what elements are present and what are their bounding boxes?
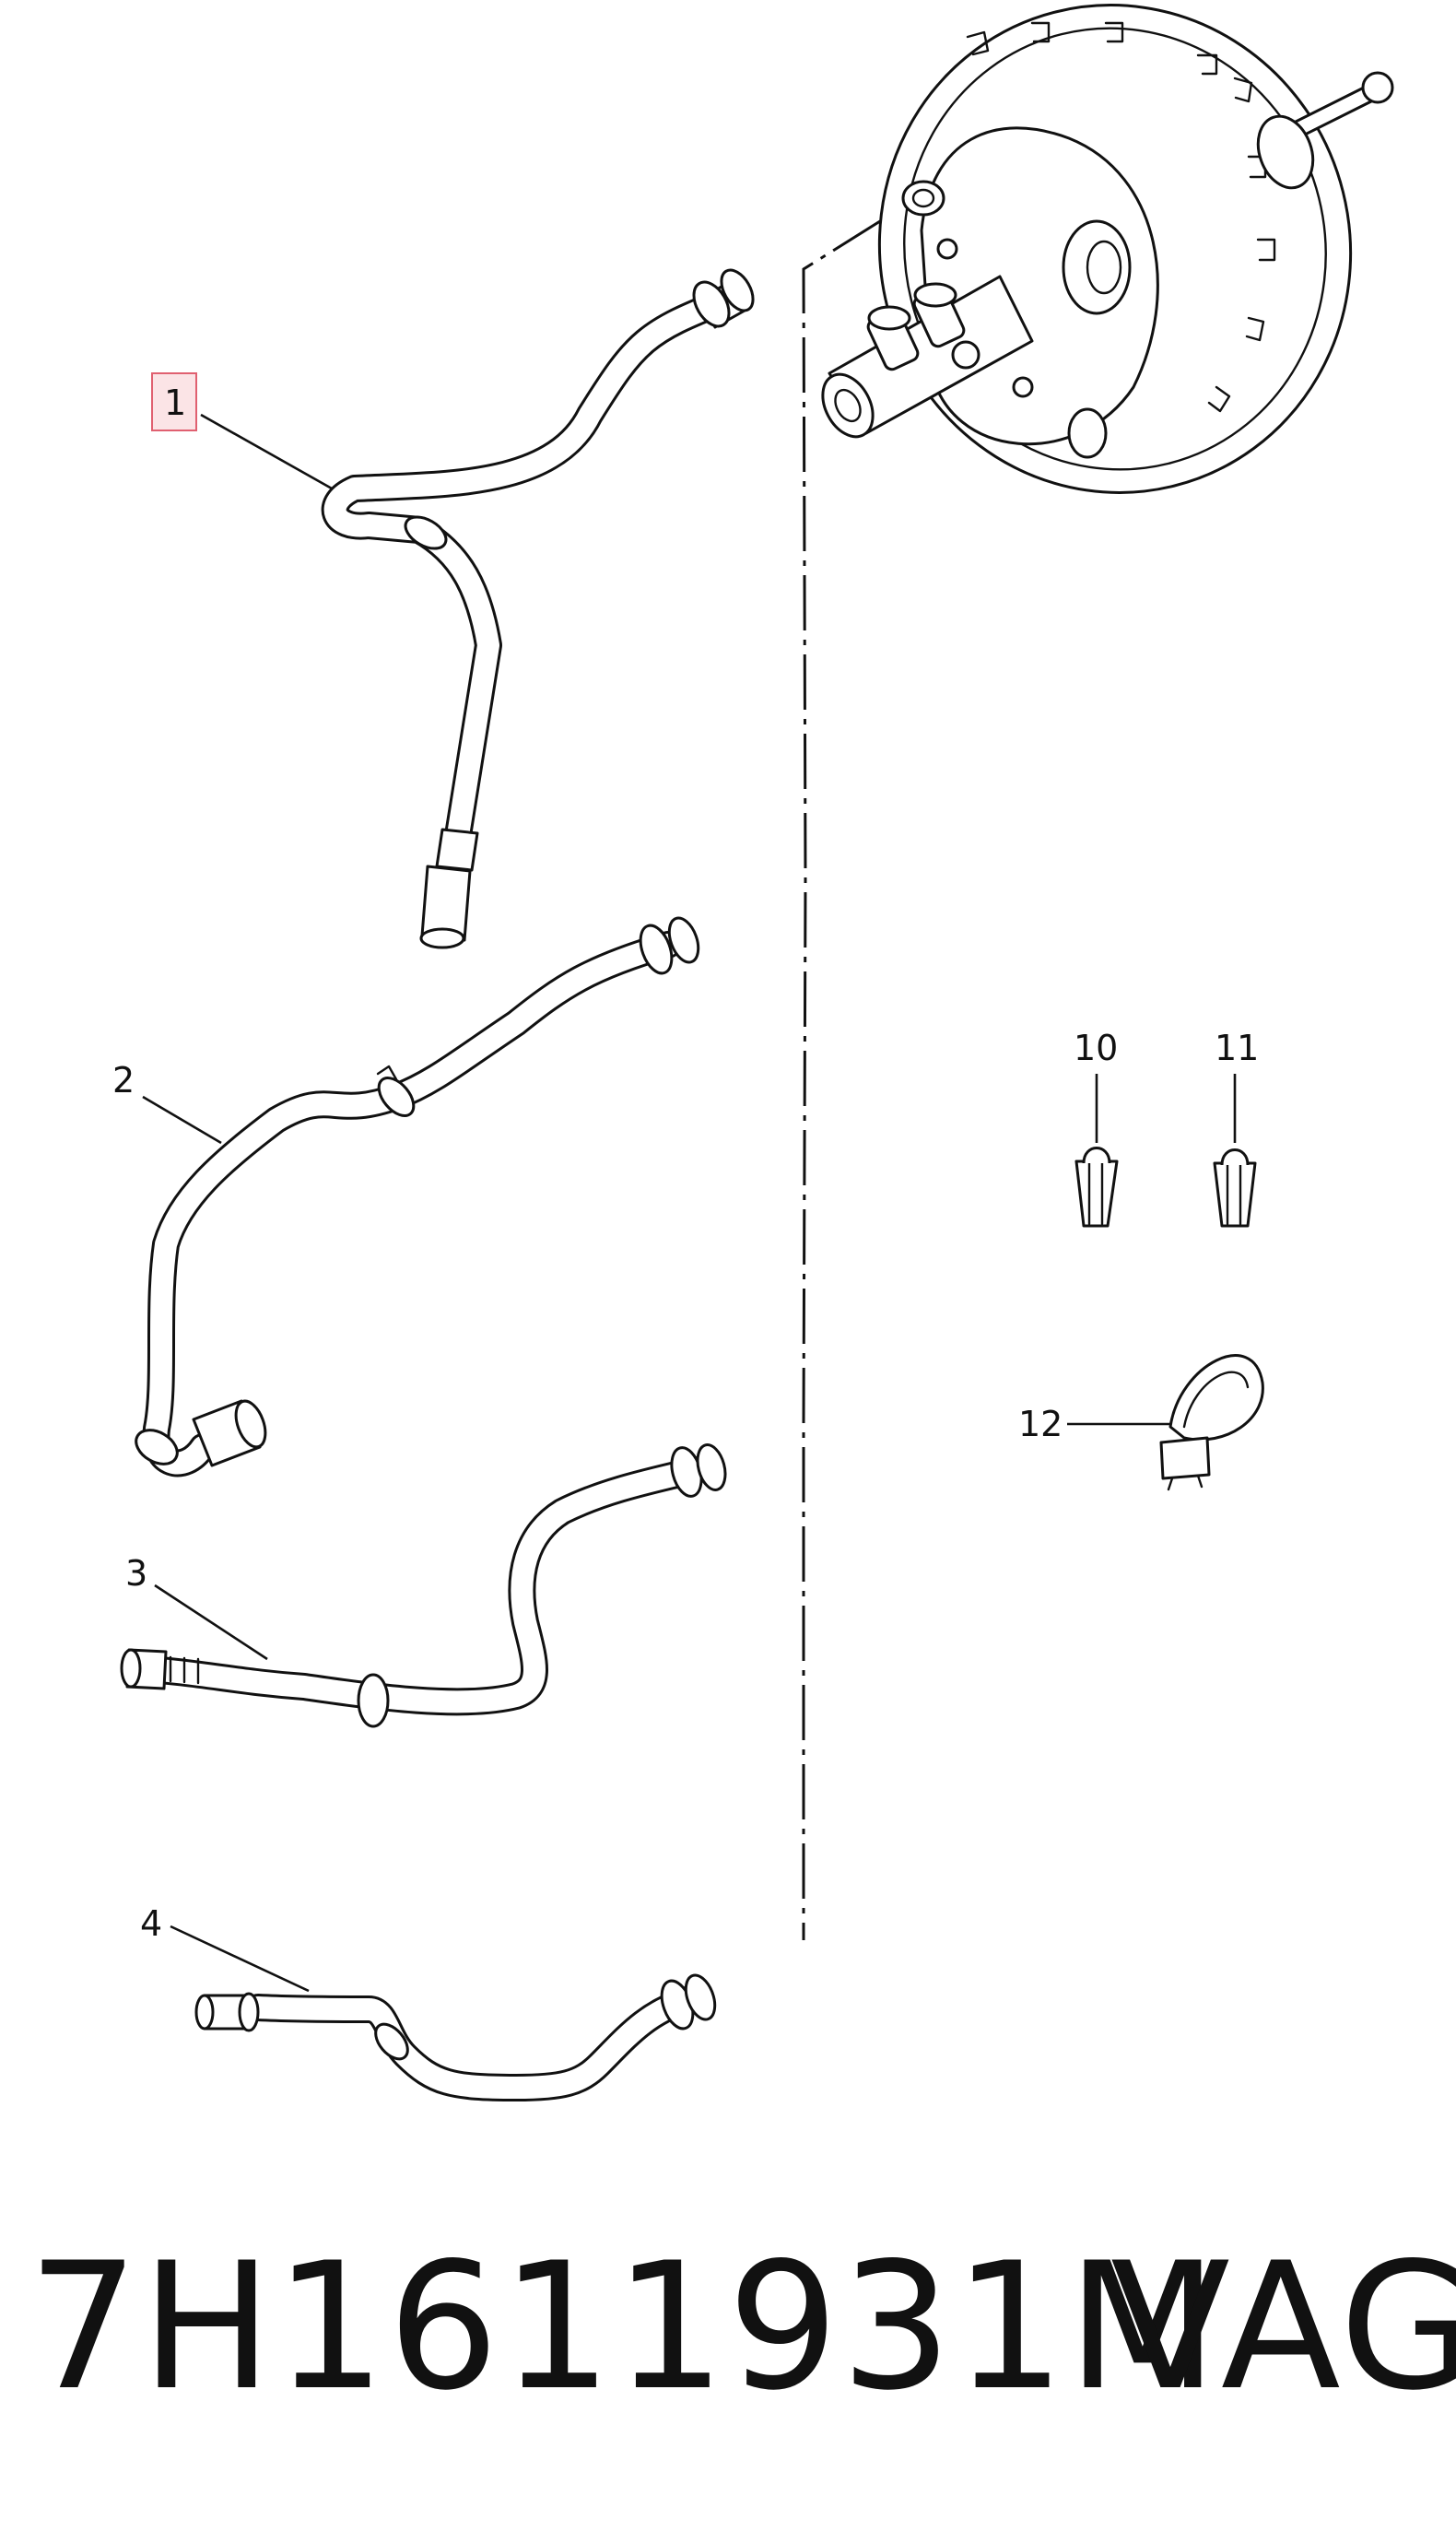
callout-1-highlight bbox=[151, 372, 197, 431]
hose-1 bbox=[321, 268, 755, 949]
leader-4 bbox=[170, 1925, 310, 1993]
hose-3 bbox=[120, 1443, 727, 1728]
clip-10 bbox=[1074, 1147, 1119, 1228]
hose-4 bbox=[194, 1973, 717, 2101]
leader-2 bbox=[142, 1095, 222, 1145]
center-line bbox=[802, 219, 881, 1940]
callout-11[interactable]: 11 bbox=[1215, 1028, 1259, 1068]
callout-10[interactable]: 10 bbox=[1074, 1028, 1118, 1068]
callout-1[interactable]: 1 bbox=[164, 383, 186, 423]
cable-tie-12 bbox=[1159, 1354, 1264, 1491]
callout-3[interactable]: 3 bbox=[125, 1553, 147, 1594]
leader-3 bbox=[154, 1583, 268, 1661]
callout-12[interactable]: 12 bbox=[1018, 1404, 1063, 1444]
leader-1 bbox=[200, 413, 333, 490]
clip-11 bbox=[1213, 1148, 1257, 1228]
callout-2[interactable]: 2 bbox=[112, 1060, 135, 1101]
part-number: 7H1611931M bbox=[28, 2225, 1220, 2429]
brand-name: VAG bbox=[1110, 2225, 1456, 2429]
callout-4[interactable]: 4 bbox=[140, 1903, 162, 1944]
hose-2 bbox=[135, 916, 700, 1477]
brake-booster bbox=[821, 4, 1394, 494]
